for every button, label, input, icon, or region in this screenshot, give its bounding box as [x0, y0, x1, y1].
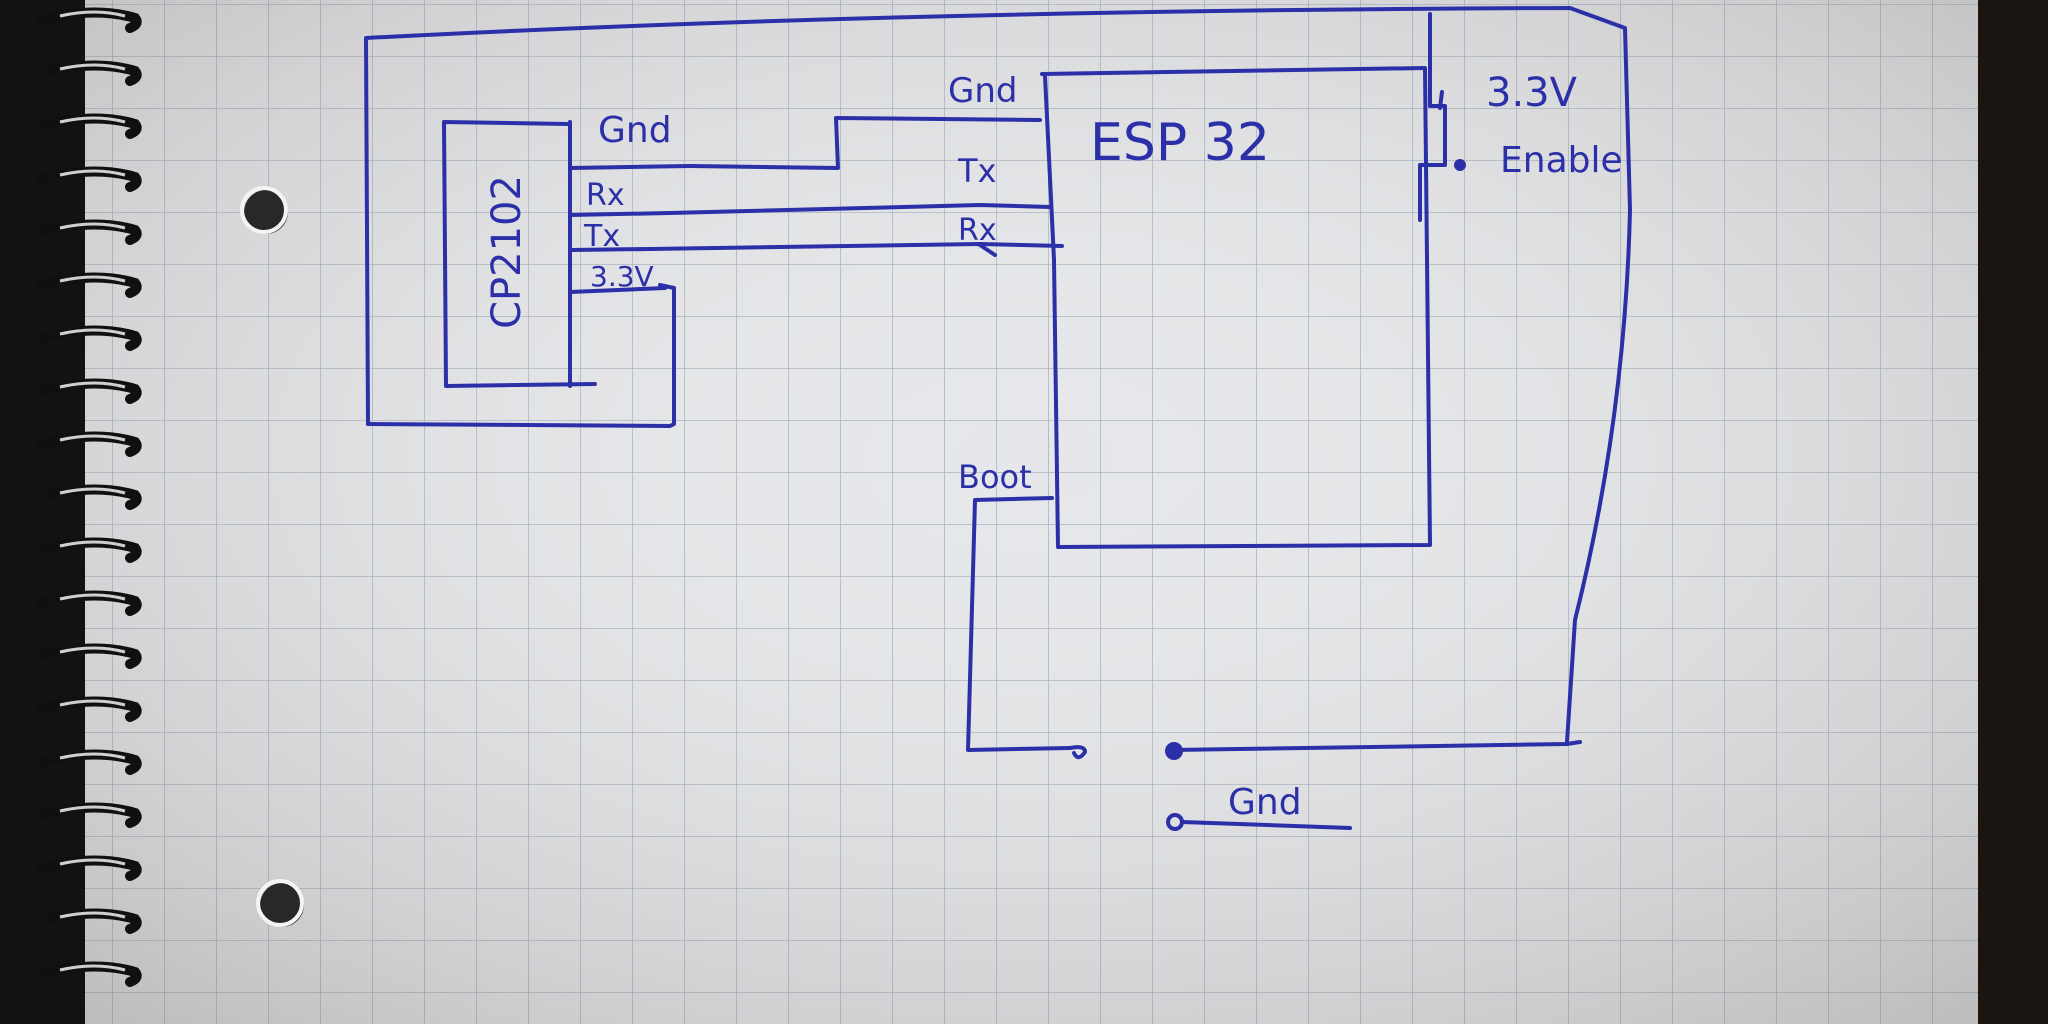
switch-gnd-label: Gnd — [1228, 782, 1302, 823]
switch-contact-a — [1068, 745, 1087, 760]
esp32-boot-label: Boot — [958, 458, 1032, 496]
spiral-ring-shine — [59, 964, 126, 972]
punch-hole-top-rim — [240, 186, 288, 234]
spiral-ring-shine — [59, 646, 126, 654]
desk-edge-right — [1978, 0, 2048, 1024]
spiral-ring-shine — [59, 699, 126, 707]
cp2102-pin-rx — [568, 211, 672, 217]
cp2102-3v3-label: 3.3V — [590, 260, 654, 293]
punch-hole-top — [244, 190, 288, 234]
spiral-ring-shine — [59, 328, 126, 336]
esp32-chip-label: ESP 32 — [1090, 113, 1270, 173]
paper-shading — [85, 0, 1980, 1024]
spiral-ring-shine — [59, 805, 126, 813]
spiral-ring-shine — [59, 381, 126, 389]
spiral-ring-shine — [59, 116, 126, 124]
wire-boot — [966, 496, 1072, 752]
wire-rx-tx — [668, 203, 1052, 215]
esp32-tx-label: Tx — [957, 152, 996, 190]
spiral-ring-shine — [59, 222, 126, 230]
esp32-gnd-label: Gnd — [948, 71, 1017, 111]
wire-switch-right — [1170, 740, 1582, 752]
punch-hole-bottom — [260, 883, 304, 927]
esp32-rx-label: Rx — [958, 213, 997, 248]
spiral-ring-shine — [59, 540, 126, 548]
cp2102-tx-label: Tx — [583, 219, 620, 254]
cp2102-rx-label: Rx — [586, 178, 625, 213]
tick-3v3 — [1438, 90, 1444, 110]
spiral-ring-shine — [59, 10, 126, 18]
esp32-module-box — [1040, 66, 1432, 549]
cp2102-chip-box — [442, 120, 597, 388]
spiral-binding — [35, 7, 142, 987]
spiral-ring-shine — [59, 487, 126, 495]
cp2102-pin-gnd — [568, 164, 692, 170]
switch-pivot-dot — [1165, 742, 1183, 760]
wire-outer-bottom — [366, 283, 676, 428]
wire-switch-gnd — [1180, 820, 1352, 830]
spiral-ring-shine — [59, 275, 126, 283]
wire-gnd — [688, 116, 1042, 170]
spiral-ring-shine — [59, 434, 126, 442]
esp32-enable-label: Enable — [1500, 140, 1623, 181]
wire-outer-loop — [364, 6, 1632, 744]
wire-tx-rx-tail — [978, 243, 997, 257]
spiral-ring-shine — [59, 593, 126, 601]
esp32-3v3-label: 3.3V — [1486, 70, 1578, 116]
cp2102-gnd-label: Gnd — [598, 110, 672, 151]
cp2102-chip-label: CP2102 — [484, 175, 530, 329]
spiral-ring-shine — [59, 63, 126, 71]
cp2102-pin-tx — [568, 247, 652, 252]
punch-hole-bottom-rim — [256, 879, 304, 927]
spiral-ring-shine — [59, 752, 126, 760]
enable-dot — [1454, 159, 1466, 171]
cp2102-pin-3v3 — [568, 286, 667, 294]
spiral-ring-shine — [59, 858, 126, 866]
spiral-ring-shine — [59, 911, 126, 919]
spiral-ring-shine — [59, 169, 126, 177]
